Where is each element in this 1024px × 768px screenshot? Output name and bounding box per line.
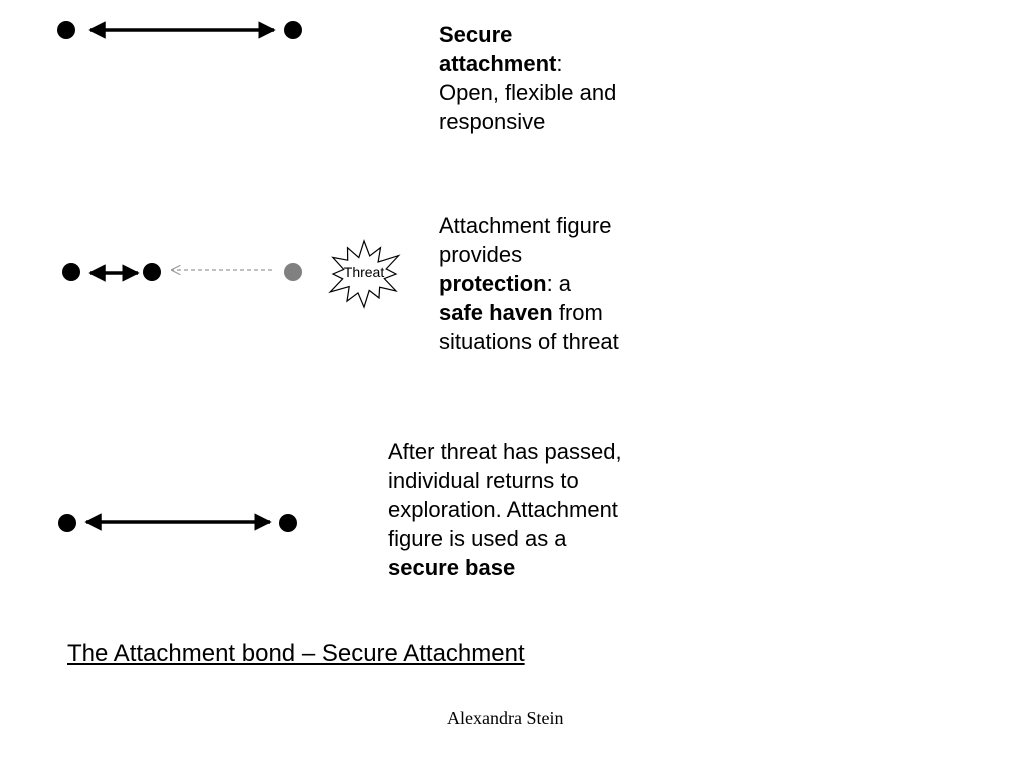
text-run: figure is used as a bbox=[388, 526, 567, 551]
individual-dot bbox=[57, 21, 75, 39]
threat-starburst: Threat bbox=[328, 239, 401, 309]
text-run: situations of threat bbox=[439, 329, 619, 354]
panel-secure-base-text: After threat has passed, individual retur… bbox=[388, 437, 622, 582]
bold-text-run: secure base bbox=[388, 555, 516, 580]
attachment-figure-dot bbox=[143, 263, 161, 281]
text-run: : a bbox=[546, 271, 572, 296]
text-line: secure base bbox=[388, 553, 622, 582]
text-run: responsive bbox=[439, 109, 546, 134]
threat-label: Threat bbox=[344, 264, 385, 280]
bold-text-run: Secure bbox=[439, 22, 513, 47]
text-run: : bbox=[556, 51, 563, 76]
text-line: responsive bbox=[439, 107, 616, 136]
slide-caption: The Attachment bond – Secure Attachment bbox=[67, 640, 525, 667]
text-line: After threat has passed, bbox=[388, 437, 622, 466]
individual-dot bbox=[58, 514, 76, 532]
text-run: After threat has passed, bbox=[388, 439, 622, 464]
text-line: Secure bbox=[439, 20, 616, 49]
text-run: Open, flexible and bbox=[439, 80, 617, 105]
individual-dot bbox=[62, 263, 80, 281]
bold-text-run: safe haven bbox=[439, 300, 553, 325]
text-run: individual returns to bbox=[388, 468, 579, 493]
row-secure-base bbox=[58, 513, 297, 532]
row-safe-haven: Threat bbox=[62, 239, 401, 309]
text-line: protection: a bbox=[439, 269, 619, 298]
text-run: exploration. Attachment bbox=[388, 497, 618, 522]
text-run: from bbox=[552, 300, 603, 325]
text-line: figure is used as a bbox=[388, 524, 622, 553]
text-run: provides bbox=[439, 242, 523, 267]
threat-dot bbox=[284, 263, 302, 281]
text-line: exploration. Attachment bbox=[388, 495, 622, 524]
text-line: Open, flexible and bbox=[439, 78, 616, 107]
text-line: Attachment figure bbox=[439, 211, 619, 240]
text-run: Attachment figure bbox=[439, 213, 612, 238]
starburst-icon bbox=[328, 239, 401, 309]
author-credit: Alexandra Stein bbox=[447, 708, 564, 728]
row-secure-attachment bbox=[57, 21, 302, 39]
attachment-figure-dot bbox=[284, 21, 302, 39]
text-line: safe haven from bbox=[439, 298, 619, 327]
attachment-figure-dot bbox=[279, 514, 297, 532]
text-line: situations of threat bbox=[439, 327, 619, 356]
bold-text-run: attachment bbox=[439, 51, 557, 76]
bold-text-run: protection bbox=[439, 271, 547, 296]
text-line: attachment: bbox=[439, 49, 616, 78]
text-line: provides bbox=[439, 240, 619, 269]
text-line: individual returns to bbox=[388, 466, 622, 495]
